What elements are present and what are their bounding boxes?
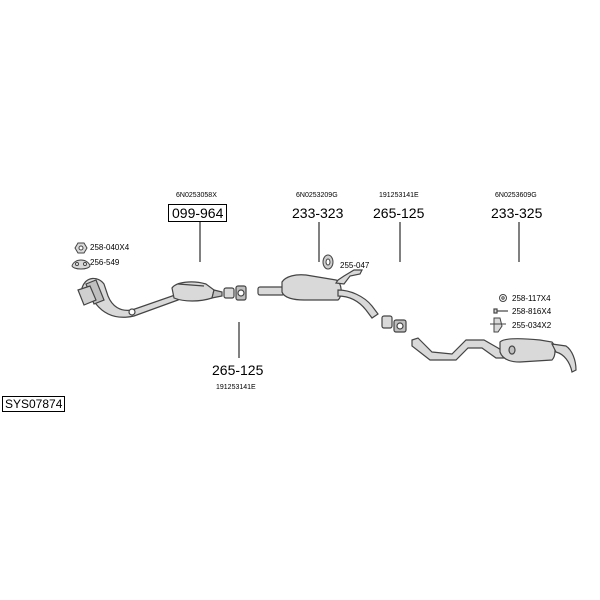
part-number-label[interactable]: 233-323 xyxy=(292,205,344,221)
oem-number-label: 6N0253609G xyxy=(495,192,537,199)
accessory-label[interactable]: 258-816X4 xyxy=(512,307,552,316)
accessory-label[interactable]: 255-034X2 xyxy=(512,321,552,330)
part-number-label[interactable]: 233-325 xyxy=(491,205,543,221)
diagram-id-label: SYS07874 xyxy=(2,396,66,412)
front-pipe-catalyst-part[interactable] xyxy=(77,277,223,318)
washer-icon xyxy=(499,294,507,302)
oem-number-label: 6N0253058X xyxy=(176,192,217,199)
bolt-icon xyxy=(493,308,508,314)
part-number-label[interactable]: 265-125 xyxy=(212,362,264,378)
clamp-icon xyxy=(490,317,506,333)
hex-nut-icon xyxy=(74,242,88,254)
gasket-icon xyxy=(71,259,91,270)
oem-number-label: 191253141E xyxy=(379,192,419,199)
accessory-label[interactable]: 258-040X4 xyxy=(90,243,130,252)
clamp-part[interactable] xyxy=(381,315,407,333)
clamp-part[interactable] xyxy=(223,285,247,301)
middle-silencer-part[interactable] xyxy=(257,269,379,319)
oem-number-label: 6N0253209G xyxy=(296,192,338,199)
rear-silencer-part[interactable] xyxy=(411,337,577,373)
accessory-label[interactable]: 256-549 xyxy=(90,258,120,267)
accessory-label[interactable]: 258-117X4 xyxy=(512,294,551,303)
part-number-label[interactable]: 265-125 xyxy=(373,205,425,221)
rubber-ring-icon xyxy=(322,254,334,270)
part-number-label[interactable]: 099-964 xyxy=(168,204,228,222)
accessory-label[interactable]: 255-047 xyxy=(340,261,370,270)
oem-number-label: 191253141E xyxy=(216,384,256,391)
